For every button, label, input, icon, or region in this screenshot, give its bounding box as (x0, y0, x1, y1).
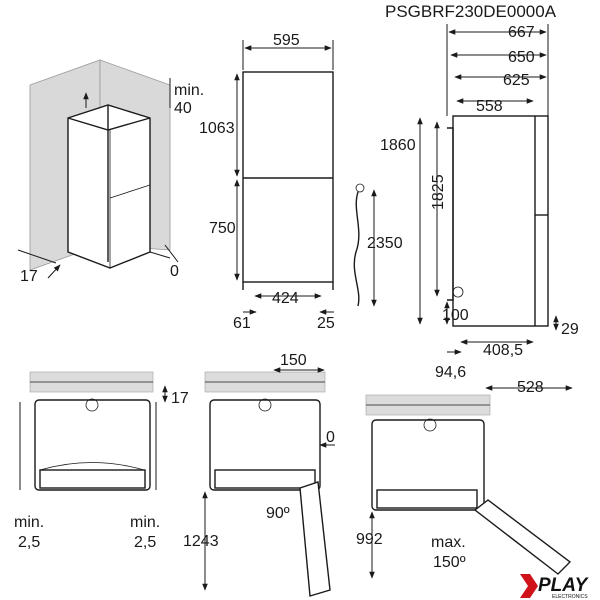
door-plan-1 (39, 469, 146, 489)
right-gap-arrow (164, 244, 179, 263)
side-gap-arrow (47, 264, 61, 279)
side-gap-dim (17, 249, 57, 264)
socket-icon-2 (258, 398, 272, 412)
front-body (242, 71, 334, 283)
brand-sub: ELECTRONICS (552, 594, 588, 600)
left-offset-label: 61 (233, 315, 251, 332)
height-1860-label: 1860 (380, 137, 416, 154)
front-width-label: 595 (273, 32, 300, 49)
fridge-top-3 (371, 419, 485, 511)
min-right-line1: min. (130, 514, 160, 531)
top-view-2: 150 0 90º 1243 (183, 352, 335, 597)
fridge-top-2 (209, 399, 321, 491)
top-gap-label-2: 40 (174, 100, 192, 117)
min-left-line1: min. (14, 514, 44, 531)
foot-span-label: 424 (272, 290, 299, 307)
door-plan-3 (376, 489, 478, 509)
brand-chevron-icon (520, 574, 538, 598)
top-gap-label-1: min. (174, 82, 204, 99)
foot-408-label: 408,5 (483, 342, 523, 359)
fridge-top-edge (67, 117, 151, 131)
right-gap-label: 0 (170, 263, 179, 280)
top-view-1: 17 min. 2,5 min. 2,5 (14, 371, 189, 551)
wall-gap-label-1: 17 (171, 390, 189, 407)
side-gap-label: 17 (20, 268, 38, 285)
hinge-offset-label: 150 (280, 352, 307, 369)
depth-650-label: 650 (508, 49, 535, 66)
right-gap-dim (149, 251, 171, 259)
side-body (452, 115, 549, 327)
height-1825-label: 1825 (430, 174, 447, 210)
door-plan-2 (214, 469, 316, 489)
right-offset-label: 25 (317, 315, 335, 332)
bottom-29-label: 29 (561, 321, 579, 338)
cable-length-label: 2350 (367, 235, 403, 252)
swing-depth-label-2: 1243 (183, 533, 219, 550)
socket-icon-1 (85, 398, 99, 412)
swing-depth-label-3: 992 (356, 531, 383, 548)
socket-icon-3 (423, 418, 437, 432)
socket-icon (452, 286, 464, 298)
brand-name: PLAY (538, 575, 590, 596)
min-right-line2: 2,5 (134, 534, 156, 551)
foot-94-label: 94,6 (435, 364, 466, 381)
side-view: 667 650 625 558 1860 1825 100 29 408,5 9… (380, 24, 579, 381)
depth-667-label: 667 (508, 24, 535, 41)
open-angle-label-3b: 150º (433, 554, 466, 571)
front-view: 595 1063 750 424 61 25 2350 (199, 32, 403, 332)
door-curve-1 (39, 462, 145, 471)
depth-558-label: 558 (476, 98, 503, 115)
min-left-line2: 2,5 (18, 534, 40, 551)
open-door-2 (299, 481, 331, 597)
door-split (109, 184, 151, 199)
fridge-top-1 (34, 399, 151, 491)
power-cable (353, 191, 360, 307)
isometric-view: min. 40 17 0 (17, 59, 204, 285)
upper-height-label: 1063 (199, 120, 235, 137)
open-door-3 (473, 499, 572, 575)
open-angle-label-2: 90º (266, 505, 290, 522)
lower-height-label: 750 (209, 220, 236, 237)
top-view-3: 528 992 max. 150º (356, 379, 573, 579)
open-angle-label-3a: max. (431, 534, 466, 551)
wall-gap-label-2: 0 (326, 429, 335, 446)
bottom-100-label: 100 (442, 307, 469, 324)
model-code: PSGBRF230DE0000A (385, 2, 557, 21)
depth-528-label: 528 (517, 379, 544, 396)
depth-625-label: 625 (503, 72, 530, 89)
side-back-plate (447, 127, 454, 301)
plug-icon (355, 183, 365, 193)
brand-logo: PLAY ELECTRONICS (520, 574, 590, 600)
